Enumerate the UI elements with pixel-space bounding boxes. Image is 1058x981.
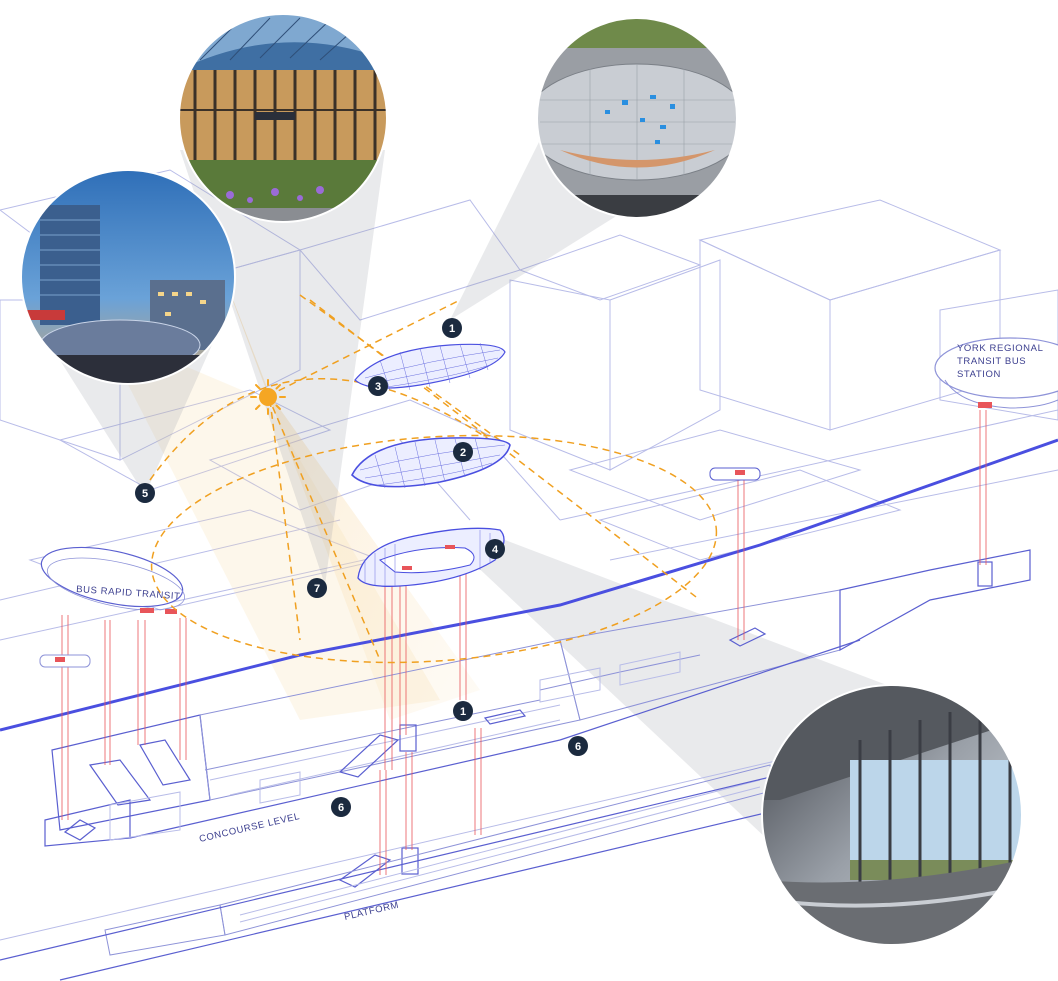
platform-structure (0, 759, 821, 981)
svg-text:2: 2 (460, 447, 466, 459)
svg-text:4: 4 (492, 544, 499, 556)
svg-text:6: 6 (338, 802, 344, 814)
street-kiosks (39, 467, 761, 668)
concourse-structure (44, 549, 1031, 888)
marker-1-top: 1 (442, 318, 462, 338)
photo-interior-glass (762, 685, 1022, 945)
photo-station-entrance-night (179, 14, 387, 222)
york-station-label-line2: TRANSIT BUS (957, 356, 1026, 367)
photo-city-dusk (21, 170, 235, 384)
marker-5: 5 (135, 483, 155, 503)
platform-label: PLATFORM (343, 900, 400, 923)
svg-text:1: 1 (460, 706, 466, 718)
concourse-level-label: CONCOURSE LEVEL (198, 811, 301, 845)
marker-4: 4 (485, 539, 505, 559)
svg-text:5: 5 (142, 488, 148, 500)
marker-1-concourse: 1 (453, 701, 473, 721)
sun-icon (250, 379, 286, 415)
marker-7: 7 (307, 578, 327, 598)
bus-rapid-transit-canopy (40, 546, 186, 614)
svg-text:7: 7 (314, 583, 320, 595)
marker-2: 2 (453, 442, 473, 462)
major-road-line (0, 438, 1058, 732)
canopy-middle (351, 437, 511, 489)
york-station-label-line1: YORK REGIONAL (957, 343, 1043, 354)
vertical-shafts (61, 410, 987, 875)
marker-3: 3 (368, 376, 388, 396)
escalators (63, 627, 767, 888)
canopy-lower (357, 527, 505, 587)
svg-text:3: 3 (375, 381, 381, 393)
york-station-label-line3: STATION (957, 369, 1001, 380)
number-markers: 1 3 2 4 5 7 1 6 6 (135, 318, 588, 817)
svg-text:1: 1 (449, 323, 455, 335)
marker-6-left: 6 (331, 797, 351, 817)
marker-6-right: 6 (568, 736, 588, 756)
sunlight-beams (100, 240, 480, 720)
svg-text:6: 6 (575, 741, 581, 753)
york-regional-canopy (934, 337, 1058, 409)
